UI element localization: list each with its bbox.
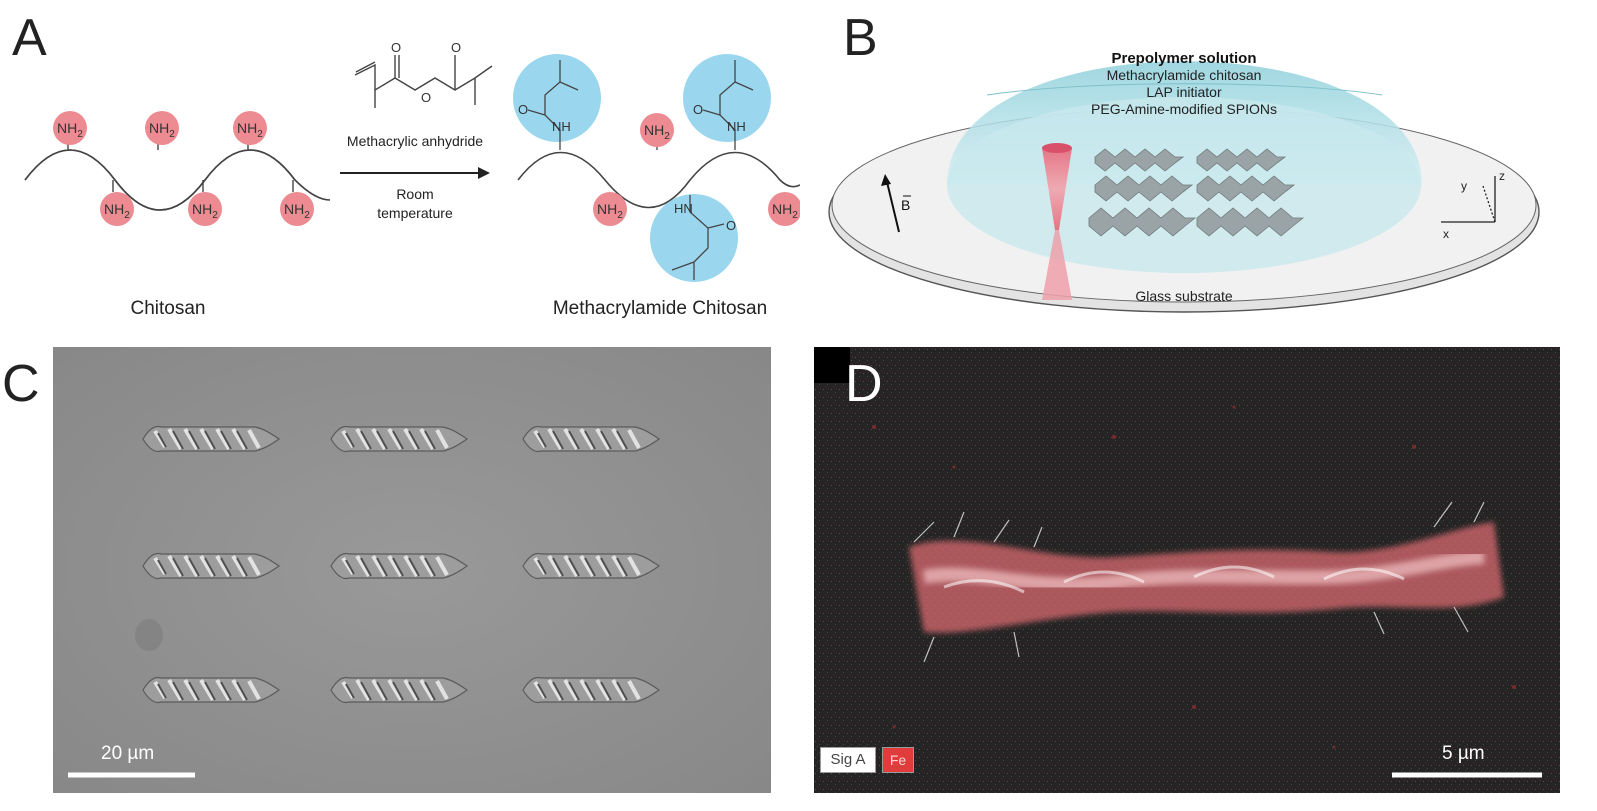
scale-label-c: 20 µm bbox=[101, 743, 155, 764]
chitosan-amine-groups bbox=[53, 111, 314, 226]
panel-a-scheme: NH2 NH2 NH2 NH2 NH2 NH2 Chitosan O O O M… bbox=[24, 40, 800, 319]
panel-b-letter: B bbox=[843, 9, 878, 67]
svg-text:PEG-Amine-modified SPIONs: PEG-Amine-modified SPIONs bbox=[1091, 101, 1277, 117]
panel-b-schematic: Prepolymer solution Methacrylamide chito… bbox=[828, 50, 1540, 313]
laser-beam bbox=[1042, 143, 1072, 300]
svg-text:NH2: NH2 bbox=[644, 122, 670, 142]
svg-text:NH2: NH2 bbox=[57, 120, 83, 140]
svg-text:B: B bbox=[901, 197, 910, 213]
svg-text:temperature: temperature bbox=[377, 205, 453, 221]
svg-text:O: O bbox=[726, 218, 736, 233]
methacrylamide-backbone bbox=[517, 151, 800, 209]
svg-text:NH2: NH2 bbox=[192, 201, 218, 221]
svg-text:NH2: NH2 bbox=[597, 201, 623, 221]
panel-d-eds-map: Sig A Fe 5 µm bbox=[814, 347, 1560, 793]
solution-title: Prepolymer solution bbox=[1111, 50, 1256, 67]
svg-text:NH: NH bbox=[727, 119, 746, 134]
svg-text:O: O bbox=[391, 40, 401, 55]
svg-text:O: O bbox=[693, 102, 703, 117]
anhydride-structure bbox=[354, 55, 493, 108]
reagent-label: Methacrylic anhydride bbox=[347, 133, 483, 149]
svg-text:NH2: NH2 bbox=[104, 201, 130, 221]
svg-text:O: O bbox=[518, 102, 528, 117]
svg-text:Room: Room bbox=[396, 186, 433, 202]
svg-text:NH2: NH2 bbox=[772, 201, 798, 221]
svg-text:O: O bbox=[421, 90, 431, 105]
substrate-label: Glass substrate bbox=[1135, 288, 1232, 304]
fe-signal-helix bbox=[909, 501, 1504, 663]
coordinate-axes bbox=[1441, 176, 1496, 223]
svg-text:O: O bbox=[451, 40, 461, 55]
magnetic-field-arrow: B bbox=[881, 174, 911, 233]
svg-text:HN: HN bbox=[674, 201, 693, 216]
legend-fe: Fe bbox=[882, 747, 914, 773]
svg-text:z: z bbox=[1499, 169, 1505, 183]
svg-text:x: x bbox=[1443, 227, 1449, 241]
panel-d-letter: D bbox=[845, 355, 883, 413]
helix-array bbox=[1088, 148, 1305, 237]
fe-dots bbox=[872, 405, 1516, 749]
methacryl-groups bbox=[513, 54, 800, 282]
svg-text:NH2: NH2 bbox=[149, 120, 175, 140]
panel-a-letter: A bbox=[12, 9, 47, 67]
svg-text:LAP initiator: LAP initiator bbox=[1146, 84, 1222, 100]
panel-c-letter: C bbox=[2, 355, 40, 413]
panel-c-micrograph: 20 µm bbox=[53, 347, 771, 793]
methacrylamide-caption: Methacrylamide Chitosan bbox=[553, 298, 767, 319]
svg-text:NH2: NH2 bbox=[284, 201, 310, 221]
legend-sig: Sig A bbox=[820, 747, 876, 773]
chitosan-caption: Chitosan bbox=[131, 298, 206, 319]
svg-text:NH2: NH2 bbox=[237, 120, 263, 140]
scale-label-d: 5 µm bbox=[1442, 743, 1485, 764]
svg-text:NH: NH bbox=[552, 119, 571, 134]
svg-text:Methacrylamide chitosan: Methacrylamide chitosan bbox=[1107, 67, 1262, 83]
svg-text:y: y bbox=[1461, 179, 1467, 193]
